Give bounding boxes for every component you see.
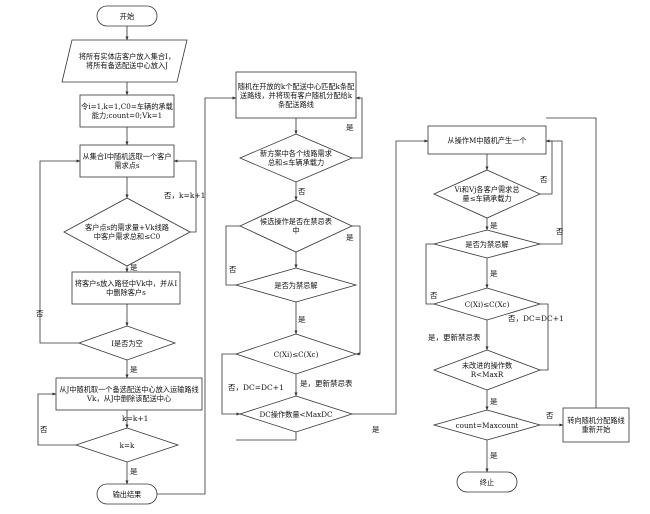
vehicle-load-yes-label: 是: [490, 221, 498, 230]
build-routes-box: [235, 71, 357, 119]
count-check-yes-label: 是: [490, 451, 498, 460]
k-check-yes-label: 是: [130, 467, 138, 476]
no-dc-plus-label: 否，DC=DC+1: [228, 383, 284, 392]
k-check-no-label: 否: [40, 425, 48, 434]
start-label: 开始: [119, 11, 135, 21]
aspiration-yes-label: 是: [298, 315, 306, 324]
select-customer-label: 从集合I中随机选取一个客户需求点s: [82, 152, 172, 170]
compare-cost-label: C(Xi)≤C(Xc): [273, 349, 319, 359]
capacity-yes-label: 是: [130, 263, 138, 272]
route-demand-label: 新方案中各个线路需求总和≤车辆承载力: [260, 149, 332, 167]
yes-update-tabu-label: 是，更新禁忌表: [300, 379, 353, 388]
end-label: 终止: [479, 477, 495, 487]
tabu-check-2-label: 是否为禁忌解: [465, 239, 509, 249]
k-increment-label: k=k+1: [122, 414, 149, 423]
init-params-box: [79, 94, 175, 128]
add-customer-box: [71, 271, 181, 305]
no-k-plus-label: 否，k=k+1: [164, 191, 206, 200]
tabu-2-yes-label: 是: [490, 269, 498, 278]
count-check-label: count=Maxcount: [455, 420, 519, 430]
add-customer-label: 将客户s放入路径中Vk中，并从I中删除客户s: [74, 279, 178, 297]
tabu-2-no-label: 否: [556, 227, 564, 236]
pick-center-label: 从J中随机取一个备选配送中心放入运输路线Vk，从J中删除该配送中心: [59, 385, 199, 403]
count-check-no-label: 否: [546, 411, 554, 420]
tabu-no-label: 否: [229, 265, 237, 274]
gen-neighbor-box: [427, 125, 547, 155]
dc-check-yes-label: 是: [372, 425, 380, 434]
vehicle-load-no-label: 否: [540, 175, 548, 184]
empty-no-label: 否: [36, 309, 44, 318]
tabu-yes-label: 是: [346, 233, 354, 242]
init-customers-label: 将所有实体店客户放入集合I，将所有备选配送中心放入J: [78, 52, 176, 70]
vehicle-load-label: Vi和Vj各客户需求总量≤车辆承载力: [454, 185, 520, 203]
tabu-check-label: 候选操作是否在禁忌表中: [260, 217, 332, 235]
build-routes-label: 随机在开放的k个配送中心匹配k条配送路线，并将现有客户随机分配给k条配送路线: [237, 81, 355, 109]
init-customers-parallelogram: [61, 39, 188, 83]
improve-check-label: 未改进的操作数R<MaxR: [461, 361, 513, 379]
empty-check-label: I是否为空: [111, 338, 143, 348]
route-demand-no-label: 否: [298, 187, 306, 196]
empty-yes-label: 是: [130, 365, 138, 374]
improve-yes-label: 是: [490, 397, 498, 406]
compare-cost-2-label: C(Xi)≤C(Xc): [464, 299, 510, 309]
tabu-2-no-left-label: 否: [430, 291, 438, 300]
route-demand-yes-label: 是: [346, 123, 354, 132]
no-dc-plus-2-label: 否，DC=DC+1: [508, 314, 564, 323]
yes-update-tabu-2-label: 是，更新禁忌表: [428, 333, 481, 342]
k-check-label: k=k: [119, 440, 135, 450]
gen-neighbor-label: 从操作M中随机产生一个: [447, 135, 527, 145]
capacity-check-label: 客户点s的需求量+Vk线路中客户需求总和≤C0: [85, 223, 169, 241]
init-params-label: 令i=1,k=1,C0=车辆的承载能力;count=0;Vk=1: [81, 102, 173, 120]
restart-label: 转向随机分配路线重新开始: [567, 416, 625, 434]
aspiration-label: 是否为禁忌解: [274, 280, 318, 290]
pick-center-box: [55, 377, 203, 411]
restart-box: [562, 407, 630, 443]
output-label: 输出结果: [112, 489, 142, 499]
dc-check-label: DC操作数量<MaxDC: [259, 409, 333, 419]
